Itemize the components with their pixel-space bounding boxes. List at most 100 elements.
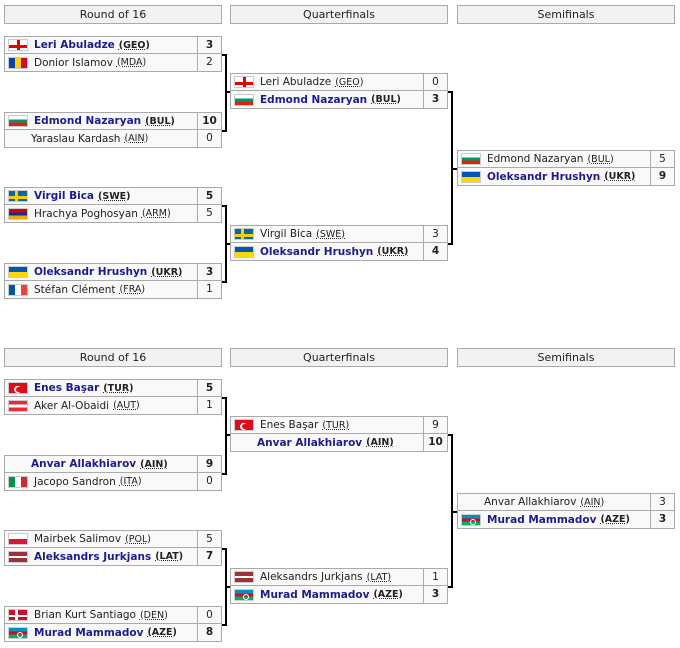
bracket-connector-line <box>222 281 226 283</box>
competitor-cell: Oleksandr Hrushyn(UKR) <box>4 263 198 281</box>
noc-code-link[interactable]: (GEO) <box>335 76 364 88</box>
noc-code-link[interactable]: (AIN) <box>580 496 605 508</box>
noc-code-link[interactable]: (POL) <box>125 533 151 545</box>
competitor-cell: Edmond Nazaryan(BUL) <box>4 112 198 130</box>
noc-code-link[interactable]: (LAT) <box>155 551 184 562</box>
noc-code-link[interactable]: (FRA) <box>119 284 146 295</box>
athlete-name-link[interactable]: Murad Mammadov <box>260 588 370 601</box>
athlete-name-link[interactable]: Aleksandrs Jurkjans <box>34 550 152 563</box>
bracket-connector-line <box>448 243 452 245</box>
athlete-name-link[interactable]: Enes Başar <box>260 419 319 431</box>
noc-code-link[interactable]: (AZE) <box>147 627 177 638</box>
athlete-name-link[interactable]: Hrachya Poghosyan <box>34 207 138 220</box>
bracket-connector-line <box>225 243 230 245</box>
noc-code-link[interactable]: (BUL) <box>371 94 401 105</box>
competitor-cell: Anvar Allakhiarov(AIN) <box>4 455 198 473</box>
competitor-cell: Donior Islamov(MDA) <box>4 54 198 72</box>
competitor-row: Mairbek Salimov(POL)5 <box>4 530 222 548</box>
athlete-name-link[interactable]: Murad Mammadov <box>487 513 597 526</box>
athlete-name-link[interactable]: Anvar Allakhiarov <box>484 496 577 508</box>
athlete-name-link[interactable]: Leri Abuladze <box>260 76 332 88</box>
round-header: Round of 16 <box>4 348 222 367</box>
athlete-name-link[interactable]: Virgil Bica <box>34 190 95 202</box>
noc-code-link[interactable]: (BUL) <box>145 115 175 127</box>
score-cell: 5 <box>198 205 222 223</box>
athlete-name-link[interactable]: Jacopo Sandron <box>34 475 116 488</box>
flag-geo-icon <box>234 76 254 88</box>
flag-ukr-icon <box>8 266 28 278</box>
athlete-name-link[interactable]: Stéfan Clément <box>34 283 116 296</box>
noc-code-link[interactable]: (TUR) <box>322 419 350 431</box>
athlete-name-link[interactable]: Yaraslau Kardash <box>31 132 121 145</box>
flag-lat-icon <box>8 550 28 563</box>
score-cell: 8 <box>198 624 222 642</box>
flag-aut-icon <box>8 399 28 412</box>
noc-code-link[interactable]: (AUT) <box>113 400 140 411</box>
athlete-name-link[interactable]: Oleksandr Hrushyn <box>34 266 148 278</box>
athlete-name-link[interactable]: Aleksandrs Jurkjans <box>260 571 363 583</box>
athlete-name-link[interactable]: Donior Islamov <box>34 56 113 69</box>
noc-code-link[interactable]: (AZE) <box>373 589 403 600</box>
score-cell: 0 <box>198 130 222 148</box>
athlete-name-link[interactable]: Anvar Allakhiarov <box>257 436 363 449</box>
bracket-connector-line <box>448 434 452 436</box>
competitor-cell: Aleksandrs Jurkjans(LAT) <box>230 568 424 586</box>
noc-code-link[interactable]: (UKR) <box>604 171 636 182</box>
athlete-name-link[interactable]: Edmond Nazaryan <box>487 153 584 165</box>
score-cell: 10 <box>198 112 222 130</box>
athlete-name-link[interactable]: Brian Kurt Santiago <box>34 609 136 621</box>
noc-code-link[interactable]: (AZE) <box>600 514 630 525</box>
athlete-name-link[interactable]: Oleksandr Hrushyn <box>260 245 374 258</box>
noc-code-link[interactable]: (LAT) <box>366 571 392 583</box>
noc-code-link[interactable]: (SWE) <box>98 190 131 202</box>
noc-code-link[interactable]: (SWE) <box>316 228 346 240</box>
athlete-name-link[interactable]: Virgil Bica <box>260 228 313 240</box>
bracket-connector-line <box>451 168 457 170</box>
noc-code-link[interactable]: (AIN) <box>140 458 168 470</box>
score-cell: 0 <box>424 73 448 91</box>
competitor-cell: Hrachya Poghosyan(ARM) <box>4 205 198 223</box>
score-cell: 10 <box>424 434 448 452</box>
noc-code-link[interactable]: (ITA) <box>119 476 142 487</box>
score-cell: 5 <box>651 150 675 168</box>
round-header: Round of 16 <box>4 5 222 24</box>
athlete-name-link[interactable]: Oleksandr Hrushyn <box>487 170 601 183</box>
athlete-name-link[interactable]: Mairbek Salimov <box>34 533 122 545</box>
competitor-row: Leri Abuladze(GEO) 0 <box>230 73 448 91</box>
athlete-name-link[interactable]: Edmond Nazaryan <box>34 115 142 127</box>
athlete-name-link[interactable]: Murad Mammadov <box>34 626 144 639</box>
noc-code-link[interactable]: (BUL) <box>587 153 614 165</box>
noc-code-link[interactable]: (GEO) <box>118 39 150 51</box>
flag-aze-icon <box>8 626 28 639</box>
noc-code-link[interactable]: (UKR) <box>377 246 409 257</box>
noc-code-link[interactable]: (UKR) <box>151 266 183 278</box>
athlete-name-link[interactable]: Anvar Allakhiarov <box>31 458 137 470</box>
score-cell: 3 <box>198 36 222 54</box>
bracket-connector-line <box>222 624 226 626</box>
noc-code-link[interactable]: (AIN) <box>124 133 149 144</box>
score-cell: 1 <box>198 281 222 299</box>
flag-ukr-icon <box>461 170 481 183</box>
noc-code-link[interactable]: (MDA) <box>116 57 147 68</box>
score-cell: 4 <box>424 243 448 261</box>
athlete-name-link[interactable]: Leri Abuladze <box>34 39 115 51</box>
competitor-row: Murad Mammadov(AZE)3 <box>230 586 448 604</box>
athlete-name-link[interactable]: Aker Al-Obaidi <box>34 399 110 412</box>
score-cell: 0 <box>198 473 222 491</box>
round-header: Quarterfinals <box>230 348 448 367</box>
noc-code-link[interactable]: (DEN) <box>139 609 168 621</box>
noc-code-link[interactable]: (ARM) <box>141 208 171 219</box>
noc-code-link[interactable]: (AIN) <box>366 437 394 448</box>
athlete-name-link[interactable]: Edmond Nazaryan <box>260 93 368 106</box>
competitor-cell: Murad Mammadov(AZE) <box>230 586 424 604</box>
bracket-connector-line <box>222 205 226 207</box>
noc-code-link[interactable]: (TUR) <box>103 382 134 394</box>
flag-arm-icon <box>8 207 28 220</box>
athlete-name-link[interactable]: Enes Başar <box>34 382 100 394</box>
flag-den-icon <box>8 609 28 621</box>
